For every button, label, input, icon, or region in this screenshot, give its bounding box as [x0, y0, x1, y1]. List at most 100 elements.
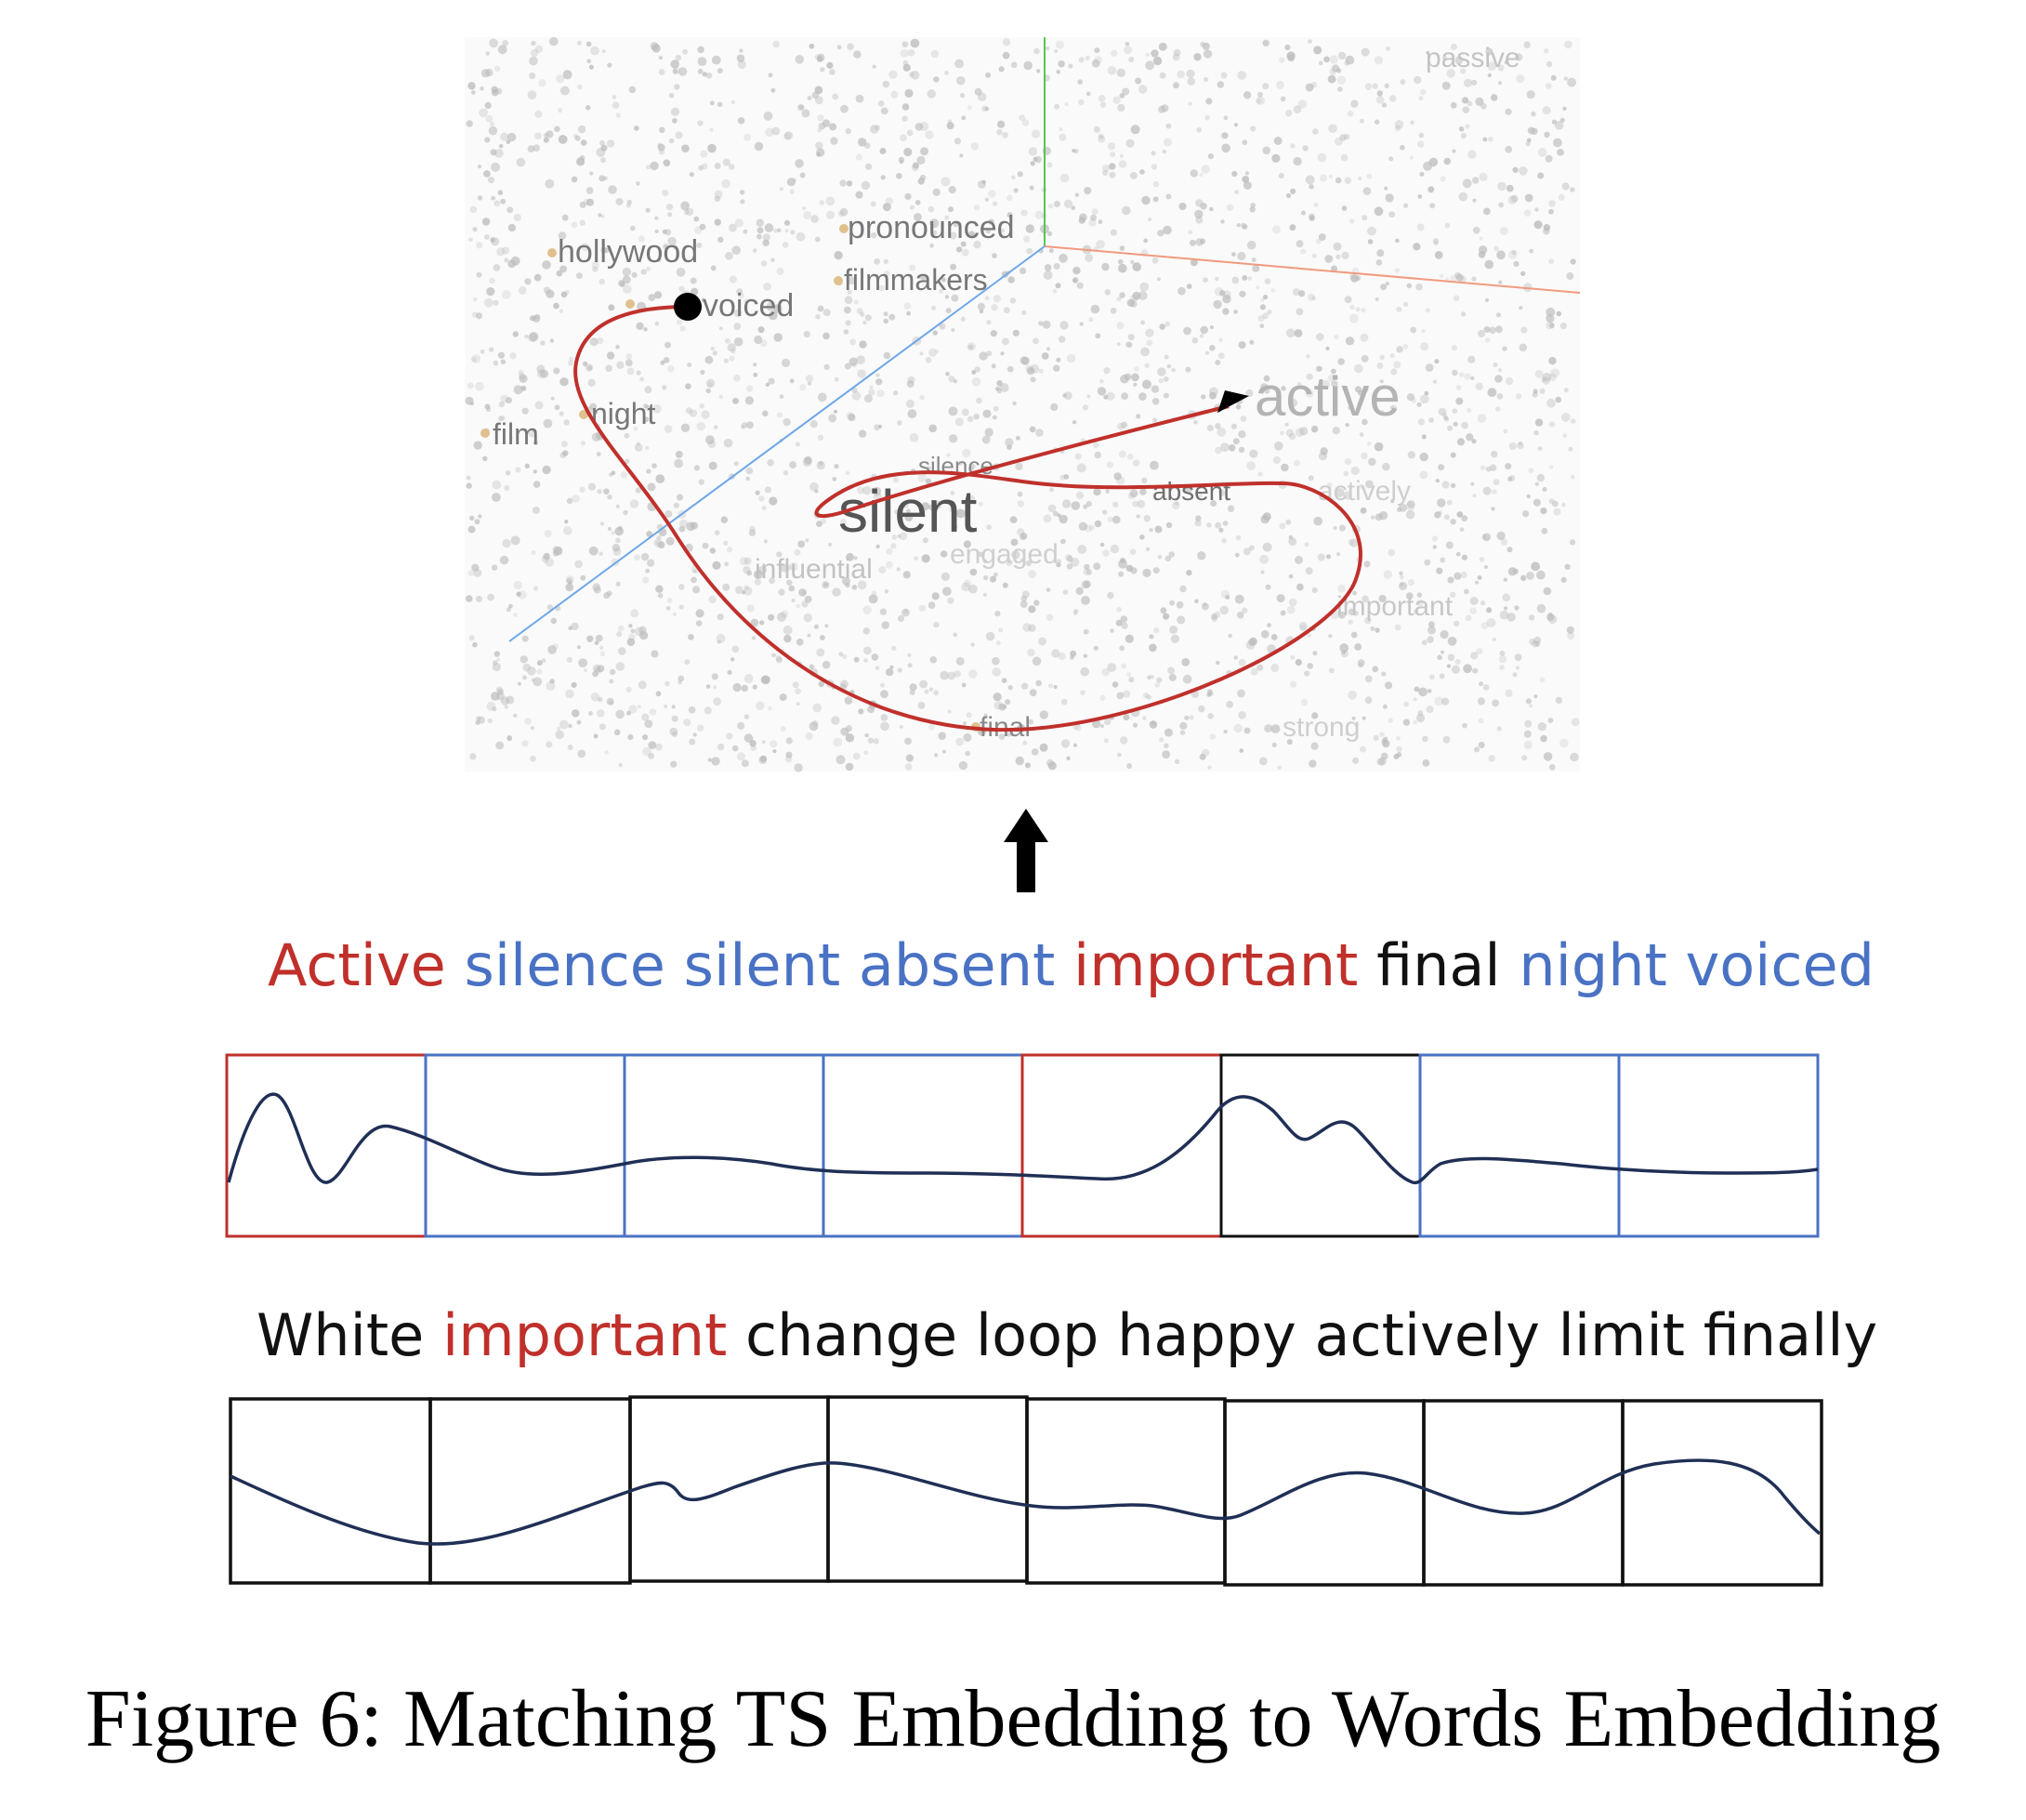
- scatter-point: [1304, 670, 1310, 677]
- scatter-point: [941, 277, 946, 283]
- scatter-point: [1162, 149, 1167, 154]
- scatter-point: [1060, 538, 1066, 545]
- scatter-point: [546, 289, 555, 298]
- scatter-point: [1095, 333, 1101, 339]
- scatter-point: [1246, 240, 1256, 250]
- scatter-point: [1043, 514, 1052, 523]
- scatter-point: [948, 206, 954, 213]
- scatter-point: [1118, 263, 1127, 273]
- scatter-point: [636, 181, 640, 186]
- scatter-point: [991, 363, 996, 369]
- scatter-point: [816, 521, 822, 527]
- scatter-point: [1186, 69, 1195, 78]
- scatter-point: [856, 486, 864, 495]
- scatter-point: [899, 523, 904, 530]
- scatter-point: [1215, 423, 1221, 429]
- scatter-point: [1200, 203, 1207, 210]
- scatter-point: [970, 642, 975, 647]
- scatter-point: [1250, 125, 1256, 132]
- scatter-point: [790, 230, 796, 235]
- scatter-point: [1230, 423, 1237, 429]
- scatter-point: [865, 163, 873, 170]
- scatter-point: [1422, 759, 1430, 767]
- scatter-point: [1239, 290, 1246, 297]
- scatter-point: [1121, 622, 1128, 629]
- scatter-point: [1305, 567, 1313, 575]
- scatter-point: [1505, 108, 1512, 115]
- scatter-point: [817, 127, 822, 133]
- scatter-point: [815, 313, 821, 320]
- scatter-point: [1167, 666, 1175, 675]
- scatter-point: [647, 482, 656, 492]
- scatter-point: [1451, 345, 1457, 351]
- scatter-point: [1539, 388, 1546, 394]
- scatter-point: [666, 598, 673, 603]
- scatter-point: [779, 394, 784, 400]
- scatter-point: [931, 305, 936, 310]
- scatter-point: [1328, 634, 1333, 639]
- scatter-point: [662, 189, 669, 197]
- scatter-point: [1333, 525, 1337, 531]
- scatter-point: [1450, 43, 1457, 50]
- scatter-point: [839, 207, 849, 217]
- scatter-point: [1348, 538, 1355, 546]
- scatter-point: [1066, 555, 1073, 562]
- scatter-point: [1153, 627, 1160, 634]
- scatter-point: [577, 84, 583, 90]
- scatter-point: [637, 705, 642, 709]
- scatter-point: [534, 401, 544, 410]
- scatter-point: [1030, 376, 1036, 383]
- scatter-point: [1097, 387, 1107, 396]
- scatter-point: [1441, 650, 1444, 654]
- scatter-point: [545, 178, 555, 189]
- marker-dot-filmmakers: [834, 276, 843, 285]
- scatter-point: [475, 595, 482, 602]
- scatter-point: [1141, 195, 1151, 205]
- scatter-point: [1233, 655, 1238, 660]
- scatter-point: [999, 383, 1009, 392]
- scatter-point: [1120, 736, 1128, 745]
- scatter-point: [757, 326, 765, 334]
- scatter-point: [1480, 622, 1489, 630]
- scatter-point: [969, 568, 978, 576]
- scatter-point: [1194, 599, 1199, 604]
- scatter-point: [580, 139, 587, 146]
- scatter-point: [606, 351, 615, 360]
- scatter-point: [1561, 182, 1570, 191]
- scatter-point: [1421, 434, 1427, 440]
- scatter-point: [740, 199, 745, 204]
- scatter-point: [1339, 643, 1349, 653]
- scatter-point: [1335, 137, 1343, 146]
- scatter-point: [686, 521, 695, 532]
- scatter-point: [1238, 658, 1246, 666]
- scatter-point: [1469, 607, 1478, 614]
- scatter-point: [1149, 528, 1153, 533]
- scatter-point: [795, 688, 801, 694]
- scatter-point: [1467, 407, 1472, 414]
- scatter-point: [1498, 280, 1503, 284]
- scatter-point: [1083, 628, 1089, 635]
- scatter-point: [672, 118, 678, 124]
- scatter-point: [1270, 664, 1280, 672]
- scatter-point: [993, 295, 1002, 303]
- scatter-point: [952, 524, 958, 530]
- scatter-point: [995, 640, 1001, 646]
- scatter-point: [1162, 750, 1171, 758]
- scatter-point: [1128, 57, 1135, 63]
- scatter-point: [797, 540, 806, 548]
- scatter-point: [759, 620, 765, 626]
- scatter-point: [867, 737, 875, 744]
- label-important: important: [1336, 591, 1454, 622]
- scatter-point: [493, 200, 501, 207]
- scatter-point: [705, 378, 716, 389]
- scatter-point: [1486, 607, 1493, 613]
- scatter-point: [1485, 337, 1491, 343]
- scatter-point: [1520, 574, 1527, 582]
- scatter-point: [1017, 171, 1023, 178]
- scatter-point: [1513, 260, 1520, 268]
- scatter-point: [998, 703, 1006, 711]
- scatter-point: [909, 264, 916, 271]
- scatter-point: [833, 409, 838, 414]
- scatter-point: [871, 590, 877, 597]
- scatter-point: [1358, 176, 1362, 181]
